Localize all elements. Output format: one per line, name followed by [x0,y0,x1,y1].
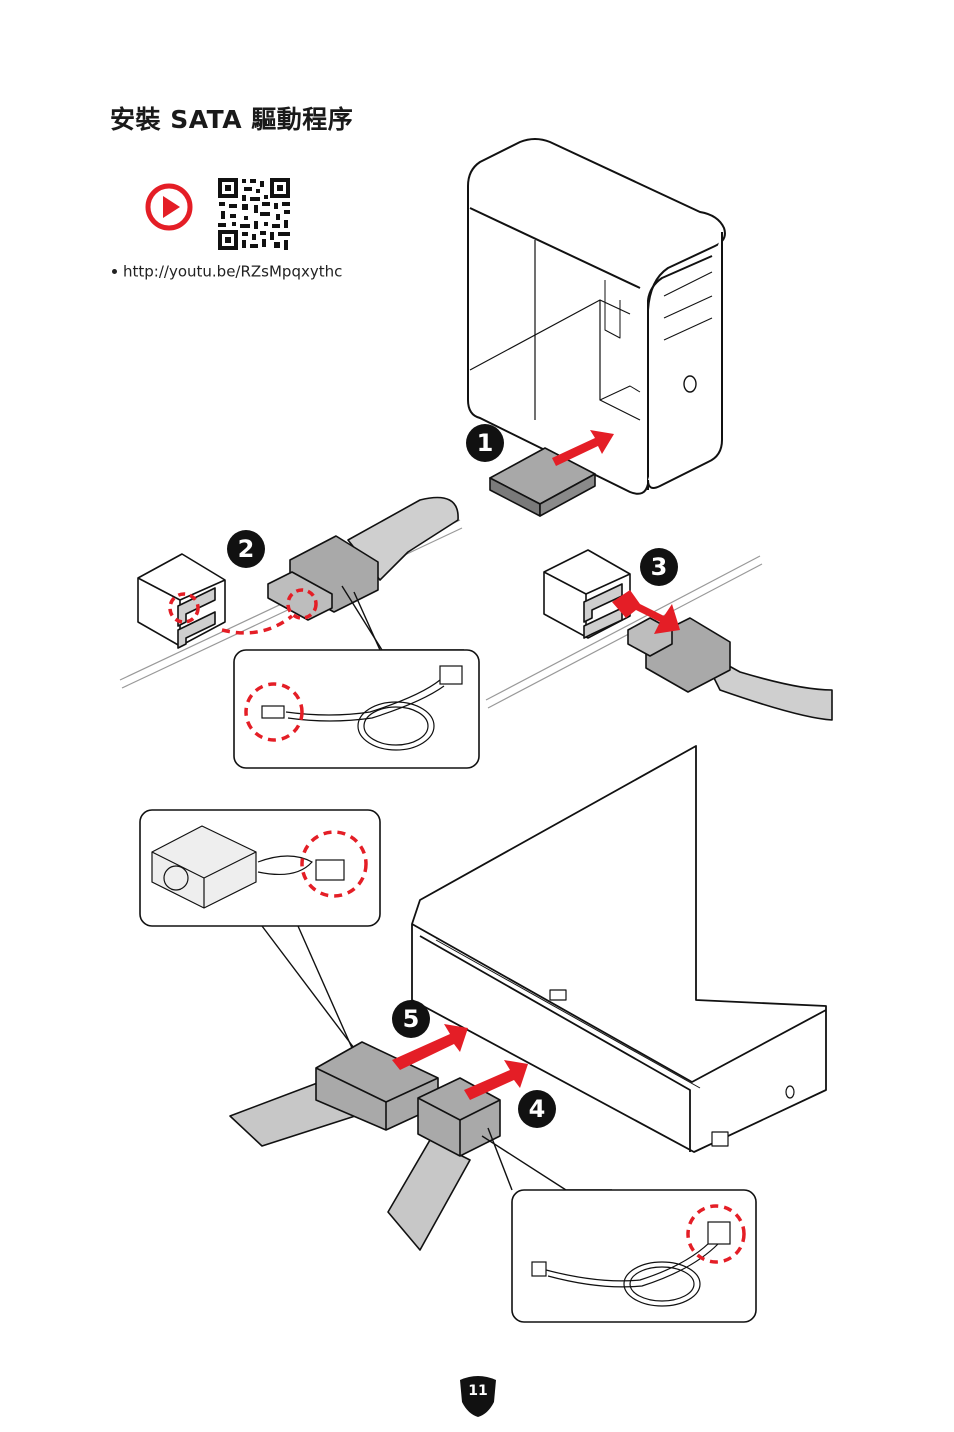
step-3-label: 3 [640,548,678,586]
arrow-step4 [464,1060,528,1100]
psu-callout [140,810,380,1048]
step-5-label: 5 [392,1000,430,1038]
page-number: 11 [458,1383,498,1399]
step-4-label: 4 [518,1090,556,1128]
power-cable-callout [482,1128,756,1322]
step-1-label: 1 [466,424,504,462]
step-2-label: 2 [227,530,265,568]
cable-detail-callout [234,586,479,768]
